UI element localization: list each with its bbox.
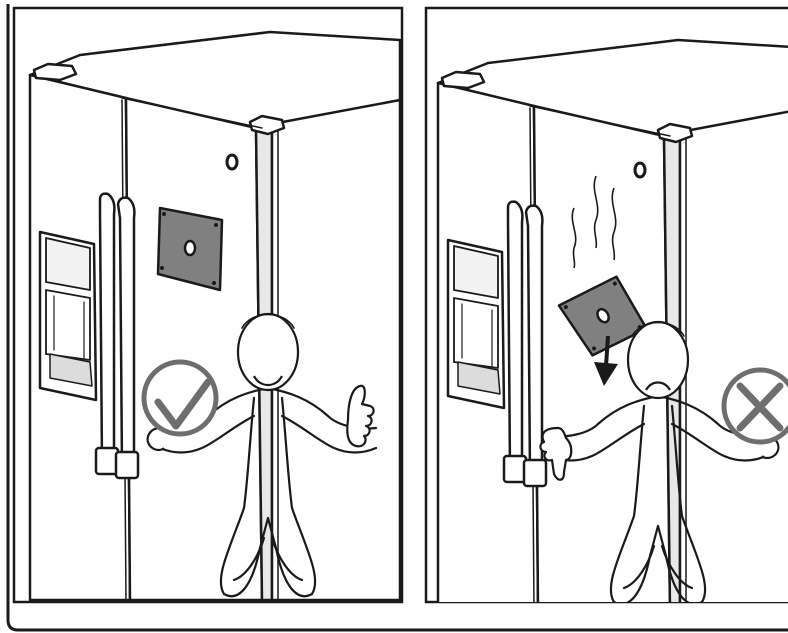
left-panel [30, 32, 400, 600]
x-mark-icon [724, 370, 788, 442]
right-panel [438, 40, 788, 608]
refrigerator-illustration [30, 32, 400, 600]
mounting-plate-attached [158, 208, 222, 290]
check-mark-icon [144, 362, 216, 434]
